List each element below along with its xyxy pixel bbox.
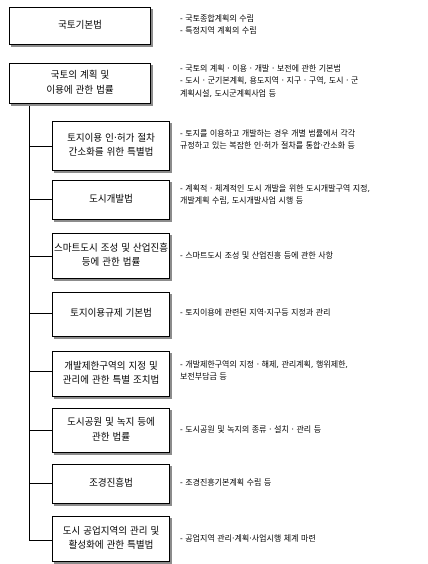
connector-branch-2	[29, 199, 52, 200]
law-desc-national-land-basic-act: - 국토종합계획의 수립 - 특정지역 계획의 수립	[180, 14, 257, 36]
law-box-development-restriction-zone-act: 개발제한구역의 지정 및 관리에 관한 특별 조치법	[52, 351, 170, 397]
connector-branch-4	[29, 313, 52, 314]
law-desc-national-land-planning-act: - 국토의 계획 · 이용 · 개발 · 보전에 관한 기본법 - 도시 · 군…	[180, 64, 359, 98]
connector-branch-3	[29, 256, 52, 257]
connector-branch-6	[29, 430, 52, 431]
law-box-urban-development-act: 도시개발법	[52, 180, 170, 220]
law-box-land-use-regulation-act: 토지이용규제 기본법	[52, 292, 170, 337]
connector-branch-5	[29, 371, 52, 372]
law-box-industrial-zone-act: 도시 공업지역의 관리 및 활성화에 관한 특별법	[52, 516, 170, 562]
law-desc-development-restriction-zone-act: - 개발제한구역의 지정 · 해제, 관리계획, 행위제한, 보전부담금 등	[180, 360, 348, 382]
law-desc-land-use-permit-simplification-act: - 토지를 이용하고 개발하는 경우 개별 법률에서 각각 규정하고 있는 복잡…	[180, 129, 356, 151]
law-box-national-land-planning-act: 국토의 계획 및 이용에 관한 법률	[9, 63, 151, 104]
connector-branch-8	[29, 540, 52, 541]
law-box-urban-parks-act: 도시공원 및 녹지 등에 관한 법률	[52, 408, 170, 453]
law-box-national-land-basic-act: 국토기본법	[9, 7, 151, 45]
law-desc-industrial-zone-act: - 공업지역 관리·계획·사업시행 체계 마련	[180, 534, 316, 543]
law-box-smart-city-act: 스마트도시 조성 및 산업진흥 등에 관한 법률	[52, 233, 170, 279]
law-desc-urban-parks-act: - 도시공원 및 녹지의 종류 · 설치 · 관리 등	[180, 425, 322, 434]
connector-vertical-trunk	[29, 103, 30, 541]
connector-branch-7	[29, 483, 52, 484]
law-desc-landscape-promotion-act: - 조경진흥기본계획 수립 등	[180, 478, 272, 487]
law-box-landscape-promotion-act: 조경진흥법	[52, 464, 170, 504]
law-desc-smart-city-act: - 스마트도시 조성 및 산업진흥 등에 관한 사항	[180, 251, 333, 260]
law-box-land-use-permit-simplification-act: 토지이용 인·허가 절차 간소화를 위한 특별법	[52, 121, 170, 171]
law-desc-urban-development-act: - 계획적 · 체계적인 도시 개발을 위한 도시개발구역 지정, 개발계획 수…	[180, 184, 371, 206]
law-desc-land-use-regulation-act: - 토지이용에 관련된 지역·지구등 지정과 관리	[180, 308, 331, 317]
connector-branch-1	[29, 146, 52, 147]
